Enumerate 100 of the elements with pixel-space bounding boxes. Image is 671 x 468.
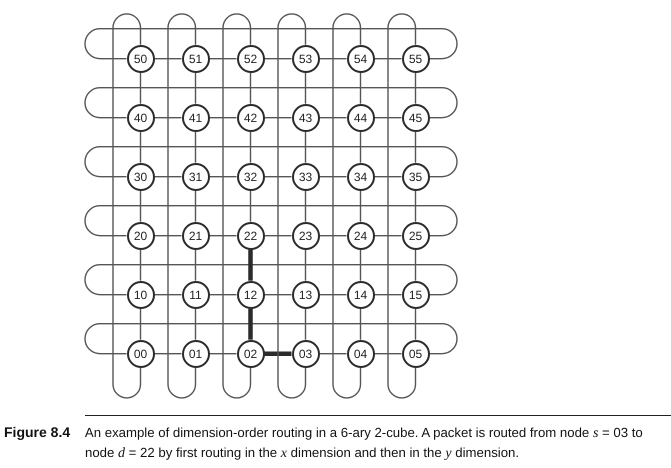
- network-node: 55: [402, 44, 430, 73]
- network-node: 50: [126, 44, 154, 73]
- link-line: [154, 117, 182, 118]
- link-line: [194, 308, 196, 340]
- link-line: [414, 132, 416, 163]
- link-line: [374, 176, 402, 178]
- link-line: [320, 235, 346, 236]
- link-line: [374, 58, 402, 60]
- network-node: 45: [402, 104, 430, 132]
- link-line: [304, 72, 306, 104]
- link-line: [250, 132, 252, 163]
- link-line: [140, 308, 142, 340]
- link-line: [264, 235, 292, 236]
- link-line: [140, 72, 142, 104]
- link-line: [264, 58, 292, 60]
- link-line: [210, 353, 236, 354]
- link-line: [210, 235, 236, 236]
- wraparound-link: [222, 13, 252, 398]
- link-line: [140, 250, 142, 281]
- network-node: 22: [236, 222, 264, 250]
- network-node: 05: [402, 340, 430, 368]
- link-line: [154, 58, 182, 60]
- link-line: [154, 294, 182, 296]
- network-node: 33: [292, 162, 320, 191]
- wraparound-link: [167, 13, 196, 398]
- network-node: 02: [236, 340, 264, 368]
- link-line: [140, 132, 142, 163]
- link-line: [360, 72, 362, 104]
- network-node: 53: [292, 44, 320, 73]
- link-line: [304, 250, 306, 281]
- link-line: [320, 294, 346, 296]
- network-node: 03: [292, 340, 320, 368]
- highlighted-link: [264, 351, 292, 356]
- network-node: 14: [346, 280, 374, 309]
- wraparound-link: [84, 323, 458, 354]
- link-line: [210, 58, 236, 60]
- link-line: [264, 294, 292, 296]
- link-line: [414, 72, 416, 104]
- network-node: 32: [236, 162, 264, 191]
- network-node: 43: [292, 104, 320, 132]
- link-line: [414, 190, 416, 222]
- wraparound-link: [84, 264, 458, 296]
- network-node: 51: [182, 44, 210, 73]
- link-line: [264, 176, 292, 178]
- network-node: 01: [182, 340, 210, 368]
- link-line: [374, 235, 402, 236]
- network-node: 23: [292, 222, 320, 250]
- link-line: [304, 308, 306, 340]
- wraparound-link: [277, 13, 306, 398]
- link-line: [194, 250, 196, 281]
- network-node: 13: [292, 280, 320, 309]
- link-line: [154, 235, 182, 236]
- link-line: [194, 132, 196, 163]
- link-line: [264, 117, 292, 118]
- wraparound-link: [112, 13, 142, 398]
- wraparound-link: [84, 205, 458, 236]
- network-node: 21: [182, 222, 210, 250]
- link-line: [154, 176, 182, 178]
- network-node: 11: [182, 280, 210, 309]
- link-line: [210, 176, 236, 178]
- network-node: 40: [126, 104, 154, 132]
- network-node: 25: [402, 222, 430, 250]
- link-line: [320, 176, 346, 178]
- link-line: [374, 294, 402, 296]
- network-node: 54: [346, 44, 374, 73]
- network-node: 24: [346, 222, 374, 250]
- network-node: 31: [182, 162, 210, 191]
- link-line: [414, 308, 416, 340]
- link-line: [360, 308, 362, 340]
- link-line: [304, 132, 306, 163]
- link-line: [320, 58, 346, 60]
- highlighted-link: [248, 250, 253, 281]
- network-node: 34: [346, 162, 374, 191]
- wraparound-link: [84, 87, 458, 118]
- link-line: [250, 190, 252, 222]
- link-line: [210, 117, 236, 118]
- link-line: [414, 250, 416, 281]
- link-line: [360, 132, 362, 163]
- network-node: 04: [346, 340, 374, 368]
- link-line: [194, 190, 196, 222]
- network-node: 12: [236, 280, 264, 309]
- link-line: [374, 117, 402, 118]
- network-node: 10: [126, 280, 154, 309]
- link-line: [360, 190, 362, 222]
- network-node: 42: [236, 104, 264, 132]
- highlighted-link: [248, 308, 253, 340]
- wraparound-link: [387, 13, 416, 398]
- link-line: [320, 117, 346, 118]
- link-line: [374, 353, 402, 354]
- wraparound-link: [84, 28, 458, 60]
- link-line: [140, 190, 142, 222]
- link-line: [154, 353, 182, 354]
- link-line: [250, 72, 252, 104]
- link-line: [210, 294, 236, 296]
- wraparound-link: [84, 146, 458, 178]
- figure-caption: Figure 8.4 An example of dimension-order routing in a 6-ary 2-cube. A packet is routed from node s = 03 to node d = 22 by first routing in the x dimension and then in the y dimension.: [4, 423, 644, 463]
- link-line: [360, 250, 362, 281]
- link-line: [194, 72, 196, 104]
- wraparound-link: [332, 13, 362, 398]
- network-node: 44: [346, 104, 374, 132]
